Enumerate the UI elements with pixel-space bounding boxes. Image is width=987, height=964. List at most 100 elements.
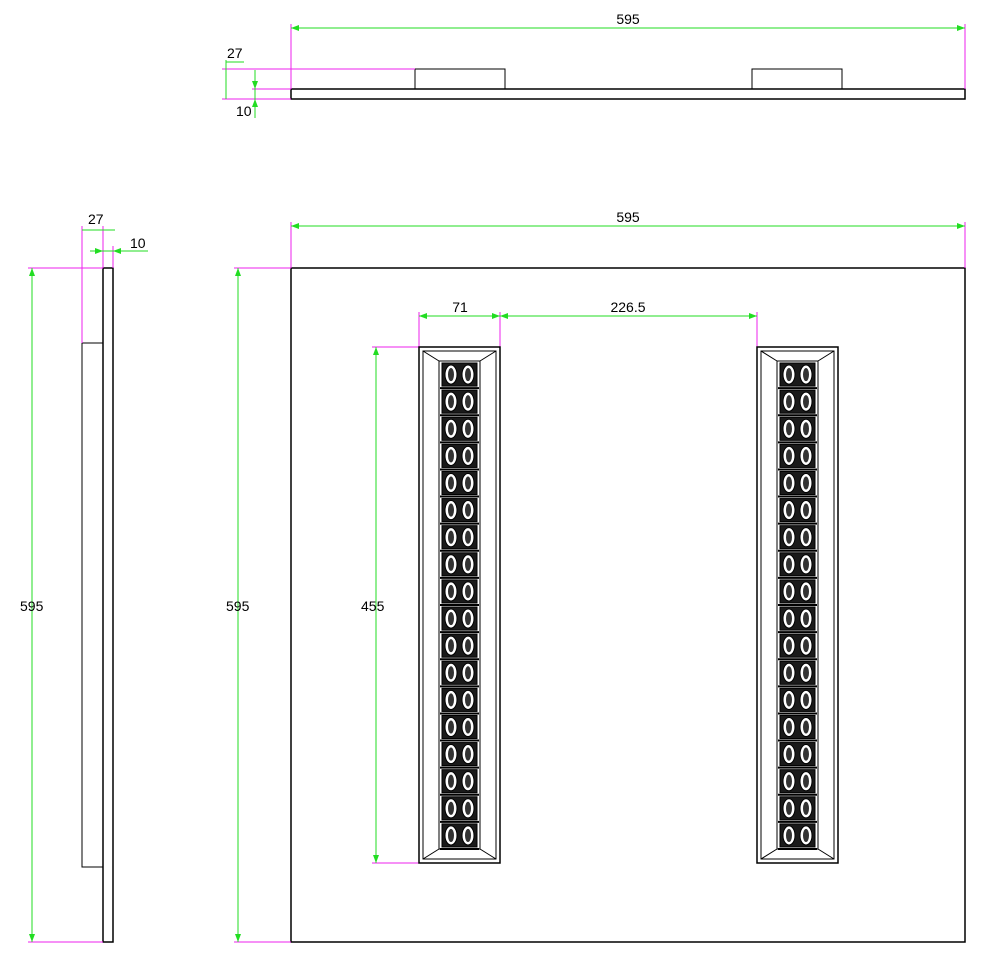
top-thickness-label: 10	[236, 103, 252, 119]
top-view-housing-right	[751, 68, 843, 90]
right-module-led	[803, 693, 809, 707]
top-view: 595 27 10	[222, 11, 966, 119]
right-module-led	[803, 828, 809, 842]
top-height-label: 27	[227, 45, 243, 61]
side-thickness-arrow-left	[95, 248, 103, 254]
side-view: 595 27 10	[20, 211, 148, 943]
front-width-arrow-right	[957, 223, 965, 229]
left-module-led	[448, 395, 454, 409]
top-thickness-arrow-lower	[252, 99, 258, 107]
top-view-panel	[290, 88, 966, 100]
right-module-led	[786, 801, 792, 815]
right-module-led	[803, 666, 809, 680]
right-module-led	[786, 720, 792, 734]
right-module-led	[786, 368, 792, 382]
right-module-led	[803, 612, 809, 626]
right-module-led	[803, 503, 809, 517]
side-height-label: 595	[20, 598, 44, 614]
left-module-led	[448, 693, 454, 707]
left-module-led	[465, 774, 471, 788]
left-module-led	[465, 801, 471, 815]
right-module-led	[786, 828, 792, 842]
right-module-led	[803, 530, 809, 544]
right-module-reflector-bevel	[760, 350, 835, 860]
left-module-led	[465, 584, 471, 598]
left-module-led	[448, 476, 454, 490]
left-module-led	[448, 801, 454, 815]
right-module-led	[786, 503, 792, 517]
side-view-housing	[81, 342, 104, 868]
left-module-led	[448, 557, 454, 571]
left-module-led	[465, 422, 471, 436]
module-spacing-arrow-right	[749, 313, 757, 319]
top-thickness-arrow-upper	[252, 81, 258, 89]
right-module-inner-frame	[760, 350, 835, 860]
left-module-led	[448, 774, 454, 788]
right-module-led	[786, 584, 792, 598]
left-module-led	[465, 530, 471, 544]
left-module-led	[448, 530, 454, 544]
front-height-arrow-bottom	[235, 934, 241, 942]
right-module-led	[786, 639, 792, 653]
left-module-led	[465, 368, 471, 382]
right-module-led	[803, 747, 809, 761]
led-module-right	[756, 346, 839, 864]
side-height-arrow-bottom	[29, 934, 35, 942]
left-module-led	[465, 720, 471, 734]
module-width-arrow-left	[419, 313, 427, 319]
left-module-led	[465, 476, 471, 490]
module-spacing-label: 226.5	[610, 299, 645, 315]
front-view: 595 595 71 226.5 455	[226, 209, 966, 943]
top-width-arrow-left	[291, 25, 299, 31]
right-module-led	[803, 774, 809, 788]
left-module-led	[448, 368, 454, 382]
module-spacing-arrow-left	[500, 313, 508, 319]
front-height-label: 595	[226, 598, 250, 614]
side-view-panel	[102, 267, 114, 943]
left-module-led	[448, 503, 454, 517]
right-module-led	[786, 612, 792, 626]
right-module-led	[803, 368, 809, 382]
left-module-led	[448, 449, 454, 463]
module-length-arrow-bottom	[373, 855, 379, 863]
side-thickness-label: 10	[130, 235, 146, 251]
left-module-led	[448, 422, 454, 436]
right-module-led	[803, 422, 809, 436]
module-length-label: 455	[361, 598, 385, 614]
left-module-led	[465, 612, 471, 626]
top-view-housing-left	[414, 68, 506, 90]
left-module-led	[465, 666, 471, 680]
left-module-led	[448, 828, 454, 842]
right-module-led	[803, 801, 809, 815]
right-module-led	[803, 639, 809, 653]
left-module-led	[465, 747, 471, 761]
module-length-arrow-top	[373, 347, 379, 355]
top-width-arrow-right	[957, 25, 965, 31]
left-module-led	[448, 666, 454, 680]
left-module-inner-frame	[422, 350, 497, 860]
right-module-outer-frame	[756, 346, 839, 864]
side-height-arrow-top	[29, 268, 35, 276]
front-view-panel	[290, 267, 966, 943]
left-module-led	[465, 693, 471, 707]
left-module-led	[465, 503, 471, 517]
left-module-led	[448, 584, 454, 598]
left-module-led	[465, 395, 471, 409]
module-width-label: 71	[452, 299, 468, 315]
right-module-led	[786, 774, 792, 788]
right-module-led	[786, 747, 792, 761]
left-module-outer-frame	[418, 346, 501, 864]
left-module-led	[448, 639, 454, 653]
front-width-label: 595	[616, 209, 640, 225]
right-module-led	[786, 395, 792, 409]
front-width-arrow-left	[291, 223, 299, 229]
left-module-led	[465, 449, 471, 463]
left-module-reflector-bevel	[422, 350, 497, 860]
right-module-led	[786, 476, 792, 490]
top-width-label: 595	[616, 11, 640, 27]
front-height-arrow-top	[235, 268, 241, 276]
right-module-led	[803, 395, 809, 409]
right-module-led	[786, 449, 792, 463]
right-module-led	[803, 476, 809, 490]
